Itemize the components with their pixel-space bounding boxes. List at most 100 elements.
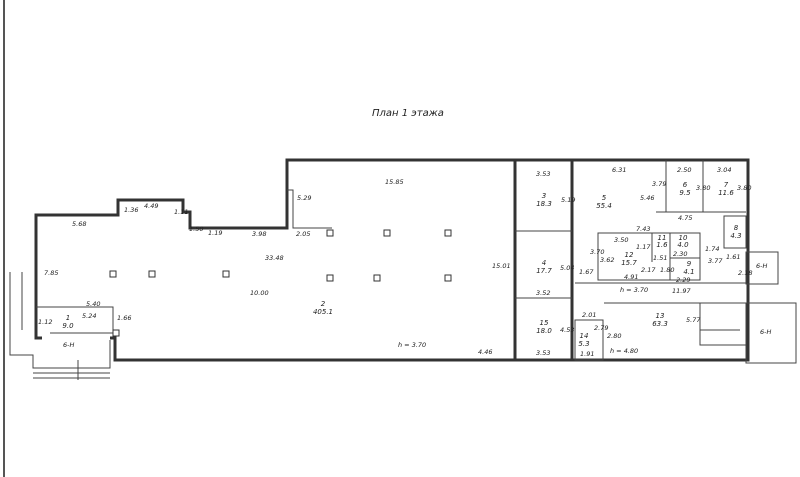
dimension: 5.24 — [82, 312, 96, 320]
room-area: 55.4 — [596, 202, 612, 210]
dimension: 1.19 — [208, 229, 222, 237]
room-area: 63.3 — [652, 320, 668, 328]
room-area: 18.3 — [536, 200, 552, 208]
room-number: 11 — [658, 234, 667, 242]
dimension: 5.40 — [86, 300, 100, 308]
room-number: 4 — [542, 259, 546, 267]
dimension: 2.50 — [677, 166, 691, 174]
inner-wall-2 — [287, 189, 332, 229]
dimension: 3.80 — [696, 184, 710, 192]
room-8-wall — [723, 215, 747, 249]
ceiling-height: h = 3.70 — [398, 341, 426, 349]
exit-label: 6-Н — [756, 262, 767, 270]
dimension: 5.19 — [561, 196, 575, 204]
outer-wall — [34, 158, 750, 362]
dimension: 3.79 — [652, 180, 666, 188]
dimension: 3.80 — [737, 184, 751, 192]
column — [326, 274, 334, 282]
dimension: 2.30 — [673, 250, 687, 258]
column — [383, 229, 391, 237]
dimension: 4.91 — [624, 273, 638, 281]
room-number: 13 — [656, 312, 665, 320]
room-number: 8 — [734, 224, 739, 232]
dimension: 1.50 — [189, 225, 203, 233]
room-area: 4.1 — [683, 268, 694, 276]
rear-platform — [745, 302, 797, 364]
dimension: 1.74 — [705, 245, 719, 253]
dimension: 2.80 — [607, 332, 621, 340]
dimension: 1.61 — [726, 253, 740, 261]
dimension: 1.17 — [636, 243, 651, 251]
dimension: 7.85 — [44, 269, 58, 277]
dimension: 3.98 — [252, 230, 266, 238]
column — [373, 274, 381, 282]
dimension: 6.31 — [612, 166, 626, 174]
dimension: 2.18 — [738, 269, 752, 277]
room-area: 18.0 — [536, 327, 552, 335]
dimension: 11.97 — [672, 287, 691, 295]
column — [326, 229, 334, 237]
room-12-wall — [597, 232, 701, 281]
room-number: 7 — [724, 181, 729, 189]
dimension-labels: 5.68 4.49 1.36 1.11 1.50 1.19 3.98 7.85 … — [38, 166, 752, 358]
dimension: 1.36 — [124, 206, 138, 214]
dimension: 1.51 — [653, 254, 667, 262]
dimension: 5.77 — [686, 316, 701, 324]
dimension: 3.50 — [614, 236, 628, 244]
dimension: 15.01 — [492, 262, 511, 270]
columns — [109, 229, 452, 337]
dimension: 3.53 — [536, 170, 550, 178]
room-number: 2 — [321, 300, 326, 308]
room-number: 10 — [679, 234, 688, 242]
room-labels: 1 9.0 2 405.1 3 18.3 4 17.7 15 18.0 5 55… — [62, 181, 741, 348]
room-area: 5.3 — [578, 340, 589, 348]
room-number: 5 — [602, 194, 607, 202]
room-number: 12 — [625, 251, 634, 259]
dimension: 5.04 — [560, 264, 574, 272]
dimension: 5.68 — [72, 220, 86, 228]
room-area: 405.1 — [313, 308, 333, 316]
dimension: 5.46 — [640, 194, 654, 202]
dimension: 4.49 — [144, 202, 158, 210]
room-14-wall — [574, 319, 604, 361]
column — [148, 270, 156, 278]
dimension: 1.80 — [660, 266, 674, 274]
dimension: 10.00 — [250, 289, 269, 297]
entrance-vestibule — [9, 272, 111, 369]
room-number: 14 — [580, 332, 589, 340]
room-number: 15 — [540, 319, 549, 327]
room-area: 9.0 — [62, 322, 74, 330]
room-area: 1.6 — [656, 241, 668, 249]
room-area: 9.5 — [679, 189, 691, 197]
dimension: 15.85 — [385, 178, 404, 186]
column — [222, 270, 230, 278]
dimension: 7.43 — [636, 225, 650, 233]
room-area: 4.0 — [677, 241, 689, 249]
dimension: 3.53 — [536, 349, 550, 357]
outer-wall-lower — [34, 307, 42, 340]
ceiling-height: h = 3.70 — [620, 286, 648, 294]
room-number: 3 — [542, 192, 546, 200]
dimension: 33.48 — [265, 254, 284, 262]
exit-label: 6-Н — [760, 328, 771, 336]
room-area: 11.6 — [718, 189, 734, 197]
exit-label: 6-Н — [63, 341, 74, 349]
dimension: 2.79 — [594, 324, 608, 332]
column — [112, 329, 120, 337]
dimension: 1.91 — [580, 350, 594, 358]
dimension: 2.05 — [296, 230, 310, 238]
room-area: 17.7 — [536, 267, 552, 275]
dimension: 3.77 — [708, 257, 723, 265]
side-stair — [745, 251, 779, 285]
dimension: 4.53 — [560, 326, 574, 334]
dimension: 3.52 — [536, 289, 550, 297]
room-number: 9 — [687, 260, 692, 268]
dimension: 2.17 — [641, 266, 656, 274]
dimension: 2.01 — [582, 311, 596, 319]
dimension: 1.12 — [38, 318, 52, 326]
dimension: 4.75 — [678, 214, 692, 222]
stairwell — [699, 302, 747, 346]
plan-title: План 1 этажа — [372, 108, 444, 119]
room-number: 1 — [66, 314, 70, 322]
